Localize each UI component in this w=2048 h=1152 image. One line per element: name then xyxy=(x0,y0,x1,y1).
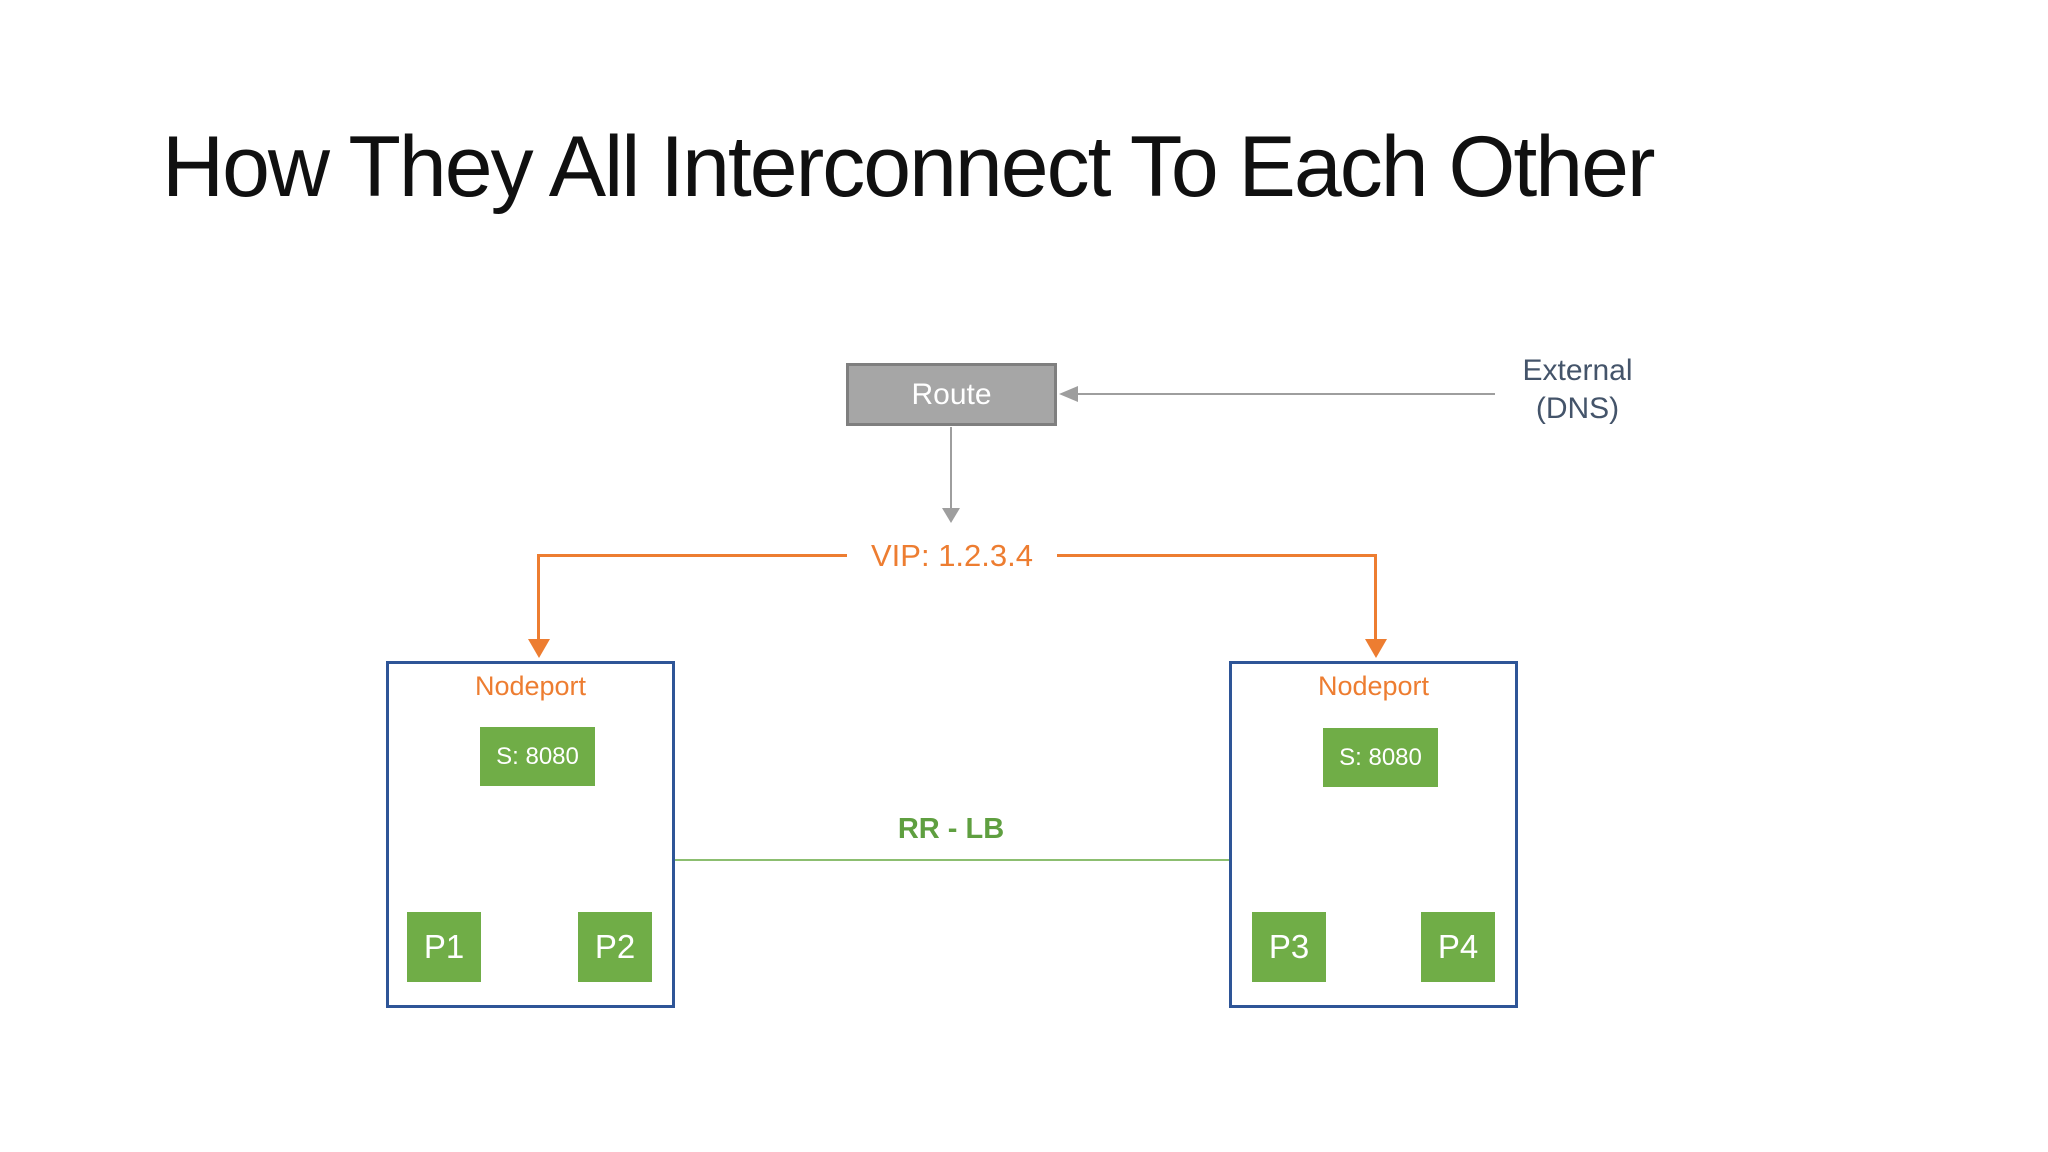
vip-to-right-nodeport-arrowhead-icon xyxy=(1365,639,1387,658)
external-dns-label: External (DNS) xyxy=(1480,352,1675,428)
vip-bracket-left-horizontal xyxy=(537,554,847,557)
pod-p3-box: P3 xyxy=(1252,912,1326,982)
pod-p4-box: P4 xyxy=(1421,912,1495,982)
route-node: Route xyxy=(846,363,1057,426)
nodeport-right-service-label: S: 8080 xyxy=(1339,743,1422,771)
vip-to-left-nodeport-arrowhead-icon xyxy=(528,639,550,658)
nodeport-right-label: Nodeport xyxy=(1317,671,1430,701)
nodeport-left-service-label: S: 8080 xyxy=(496,742,579,770)
pod-p2-box: P2 xyxy=(578,912,652,982)
nodeport-left-service-box: S: 8080 xyxy=(480,727,595,786)
rr-lb-label: RR - LB xyxy=(897,813,1005,845)
route-label: Route xyxy=(911,377,992,411)
nodeport-left-label: Nodeport xyxy=(474,671,587,701)
route-to-vip-line xyxy=(950,427,952,510)
vip-label: VIP: 1.2.3.4 xyxy=(871,538,1033,573)
nodeport-right-service-box: S: 8080 xyxy=(1323,728,1438,787)
external-dns-line2: (DNS) xyxy=(1535,392,1620,425)
pod-p2-label: P2 xyxy=(594,928,636,965)
vip-bracket-right-horizontal xyxy=(1057,554,1377,557)
pod-p1-box: P1 xyxy=(407,912,481,982)
lb-main-horizontal-line xyxy=(444,859,1459,861)
external-dns-line1: External xyxy=(1522,354,1633,387)
external-to-route-line xyxy=(1074,393,1495,395)
pod-p4-label: P4 xyxy=(1437,928,1479,965)
slide-title: How They All Interconnect To Each Other xyxy=(162,119,1656,215)
route-to-vip-arrowhead-icon xyxy=(942,508,960,523)
pod-p1-label: P1 xyxy=(423,928,465,965)
pod-p3-label: P3 xyxy=(1268,928,1310,965)
vip-bracket-left-vertical xyxy=(537,554,540,640)
external-to-route-arrowhead-icon xyxy=(1059,386,1078,402)
vip-bracket-right-vertical xyxy=(1374,554,1377,640)
